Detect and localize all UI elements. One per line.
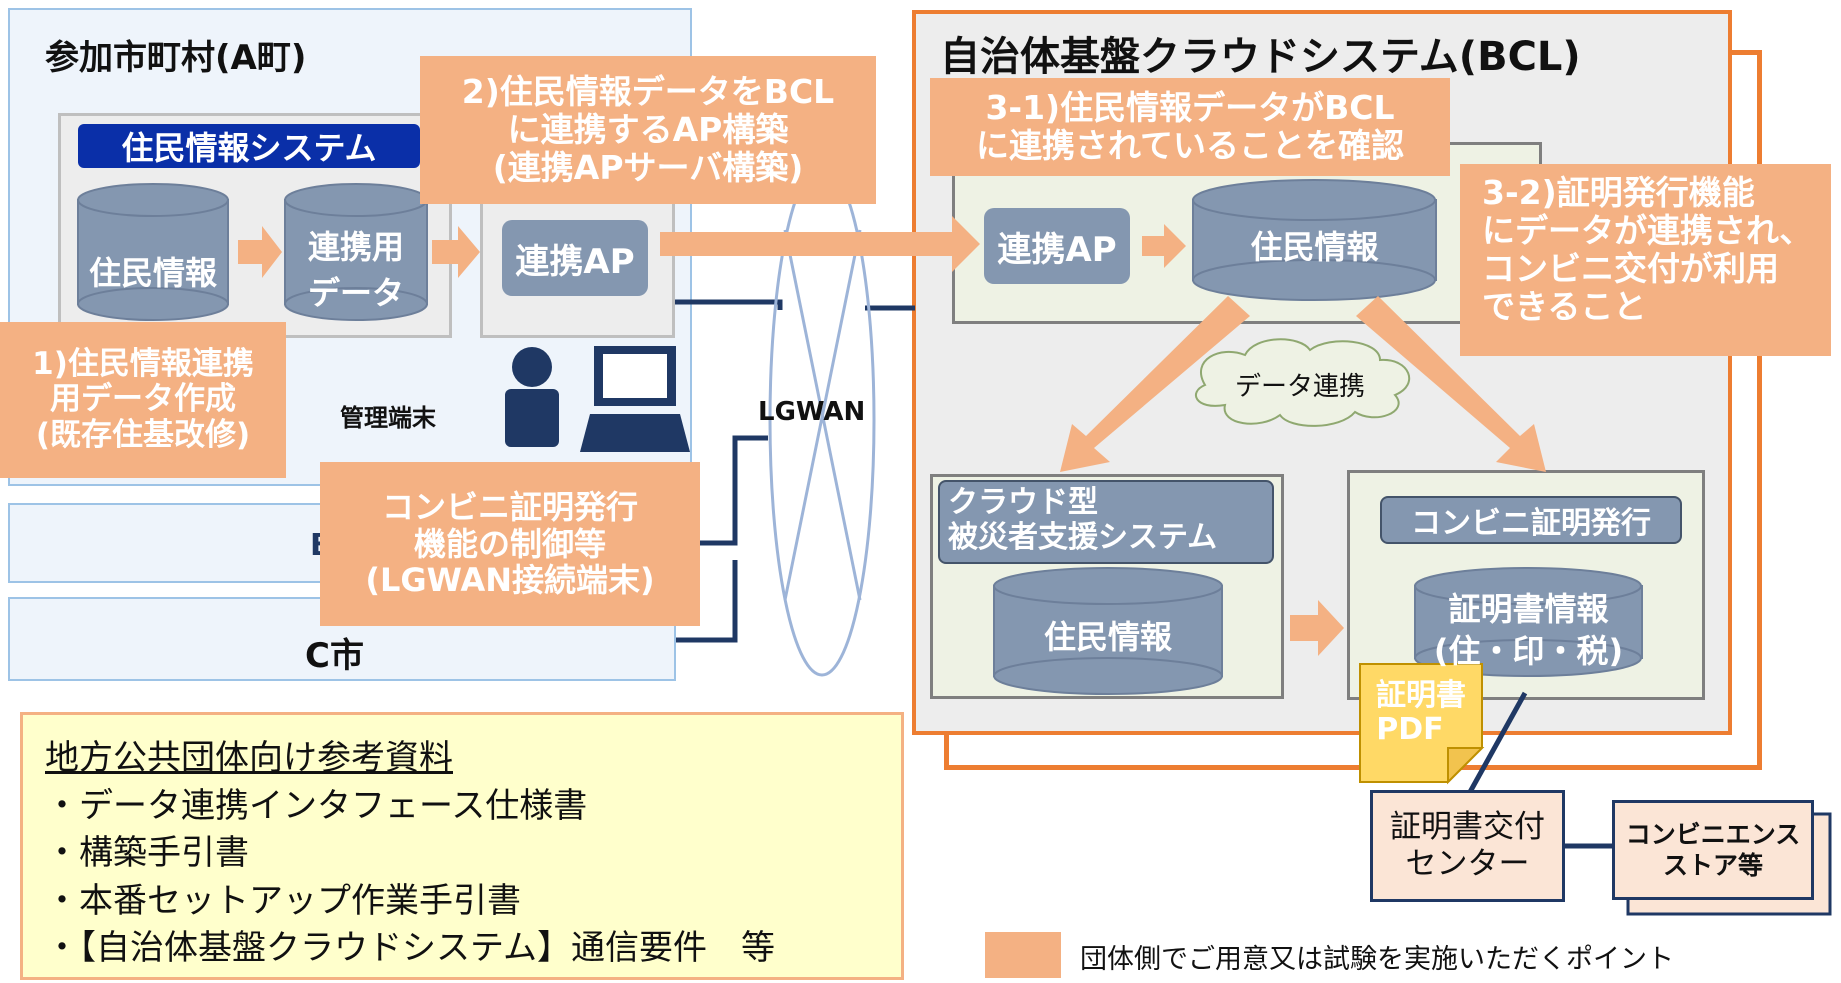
note-convenience-line-2: 機能の制御等 bbox=[413, 524, 606, 563]
disaster-system-label-2: 被災者支援システム bbox=[948, 519, 1218, 555]
city-c-lgwan-line bbox=[676, 560, 738, 643]
arrow-ap-to-bcl bbox=[660, 216, 980, 272]
arrow-db-to-disaster bbox=[1060, 296, 1250, 472]
note-convenience-line-3: (LGWAN接続端末) bbox=[365, 561, 655, 600]
references-box: 地方公共団体向け参考資料 ・データ連携インタフェース仕様書 ・構築手引書 ・本番… bbox=[20, 712, 904, 980]
note-3-1-line-2: に連携されていることを確認 bbox=[975, 126, 1404, 165]
conv-issue-label: コンビニ証明発行 bbox=[1380, 496, 1682, 544]
cert-center-line-1: 証明書交付 bbox=[1390, 808, 1545, 845]
arrow-bclap-to-db bbox=[1142, 224, 1186, 268]
note-3-2-line-2: にデータが連携され、 bbox=[1482, 210, 1813, 250]
db-resident-label: 住民情報 bbox=[88, 254, 217, 292]
note-1-line-1: 1)住民情報連携 bbox=[32, 345, 254, 382]
disaster-db-label: 住民情報 bbox=[1043, 618, 1172, 656]
note-2: 2)住民情報データをBCL に連携するAP構築 (連携APサーバ構築) bbox=[420, 56, 876, 204]
note-3-2-line-4: できること bbox=[1482, 286, 1647, 326]
terminal-lgwan-line bbox=[700, 435, 768, 546]
references-title: 地方公共団体向け参考資料 bbox=[45, 738, 453, 778]
arrow-db-to-conv bbox=[1356, 296, 1546, 472]
db-link-data-cylinder bbox=[284, 183, 428, 321]
cert-db-label-2: (住・印・税) bbox=[1433, 632, 1624, 670]
bcl-ap-box: 連携AP bbox=[984, 208, 1130, 284]
admin-monitor-icon bbox=[580, 346, 690, 452]
bcl-db-resident-label: 住民情報 bbox=[1250, 228, 1379, 266]
note-3-1-line-1: 3-1)住民情報データがBCL bbox=[985, 88, 1395, 128]
store-line-2: ストア等 bbox=[1662, 851, 1763, 880]
note-1-line-2: 用データ作成 bbox=[50, 381, 236, 418]
arrow-db-to-linkdata bbox=[238, 226, 282, 278]
note-convenience: コンビニ証明発行 機能の制御等 (LGWAN接続端末) bbox=[320, 462, 700, 626]
store-line-1: コンビニエンス bbox=[1625, 819, 1801, 849]
bcl-db-resident-cylinder bbox=[1192, 179, 1437, 301]
admin-person-icon bbox=[505, 347, 559, 447]
note-3-2: 3-2)証明発行機能 にデータが連携され、 コンビニ交付が利用 できること bbox=[1460, 164, 1831, 356]
note-3-2-line-3: コンビニ交付が利用 bbox=[1482, 248, 1779, 288]
cert-db-label-1: 証明書情報 bbox=[1448, 590, 1609, 628]
db-resident-cylinder bbox=[77, 183, 229, 321]
note-3-2-line-1: 3-2)証明発行機能 bbox=[1482, 173, 1755, 212]
legend-text: 団体側でご用意又は試験を実施いただくポイント bbox=[1080, 944, 1674, 975]
store-box: コンビニエンス ストア等 bbox=[1612, 800, 1814, 900]
city-c-label: C市 bbox=[305, 636, 364, 676]
note-3-1: 3-1)住民情報データがBCL に連携されていることを確認 bbox=[930, 78, 1450, 176]
disaster-system-label-1: クラウド型 bbox=[948, 485, 1098, 520]
note-2-line-1: 2)住民情報データをBCL bbox=[461, 72, 835, 112]
note-1-line-3: (既存住基改修) bbox=[35, 416, 251, 453]
legend-swatch bbox=[985, 932, 1061, 978]
references-item: ・構築手引書 bbox=[45, 833, 249, 874]
arrow-disaster-to-cert bbox=[1290, 600, 1344, 656]
note-1: 1)住民情報連携 用データ作成 (既存住基改修) bbox=[0, 322, 286, 478]
data-link-cloud bbox=[1194, 338, 1411, 427]
bcl-title: 自治体基盤クラウドシステム(BCL) bbox=[940, 34, 1581, 80]
cert-center-box: 証明書交付 センター bbox=[1370, 790, 1565, 902]
resident-system-label: 住民情報システム bbox=[78, 124, 420, 168]
note-2-line-2: に連携するAP構築 bbox=[507, 110, 789, 150]
admin-terminal-label: 管理端末 bbox=[340, 404, 436, 432]
cert-center-line bbox=[1467, 691, 1528, 794]
pdf-document-icon bbox=[1359, 663, 1485, 785]
disaster-db-cylinder bbox=[993, 567, 1223, 695]
admin-lgwan-line bbox=[675, 299, 783, 310]
db-link-data-label-2: データ bbox=[307, 274, 404, 312]
municipality-title: 参加市町村(A町) bbox=[45, 38, 307, 78]
municipal-ap-box: 連携AP bbox=[502, 220, 648, 296]
pdf-label-1: 証明書 bbox=[1376, 678, 1466, 713]
references-item: ・データ連携インタフェース仕様書 bbox=[45, 785, 588, 826]
references-item: ・【自治体基盤クラウドシステム】通信要件 等 bbox=[45, 928, 775, 969]
data-link-label: データ連携 bbox=[1234, 372, 1365, 402]
note-2-line-3: (連携APサーバ構築) bbox=[492, 147, 804, 187]
pdf-label-2: PDF bbox=[1376, 712, 1444, 747]
db-link-data-label-1: 連携用 bbox=[307, 228, 404, 266]
disaster-system-label: クラウド型 被災者支援システム bbox=[938, 480, 1274, 564]
references-item: ・本番セットアップ作業手引書 bbox=[45, 880, 521, 921]
note-convenience-line-1: コンビニ証明発行 bbox=[381, 487, 638, 526]
cert-center-line-2: センター bbox=[1405, 846, 1530, 882]
arrow-linkdata-to-ap bbox=[432, 226, 480, 278]
lgwan-label: LGWAN bbox=[758, 397, 866, 427]
